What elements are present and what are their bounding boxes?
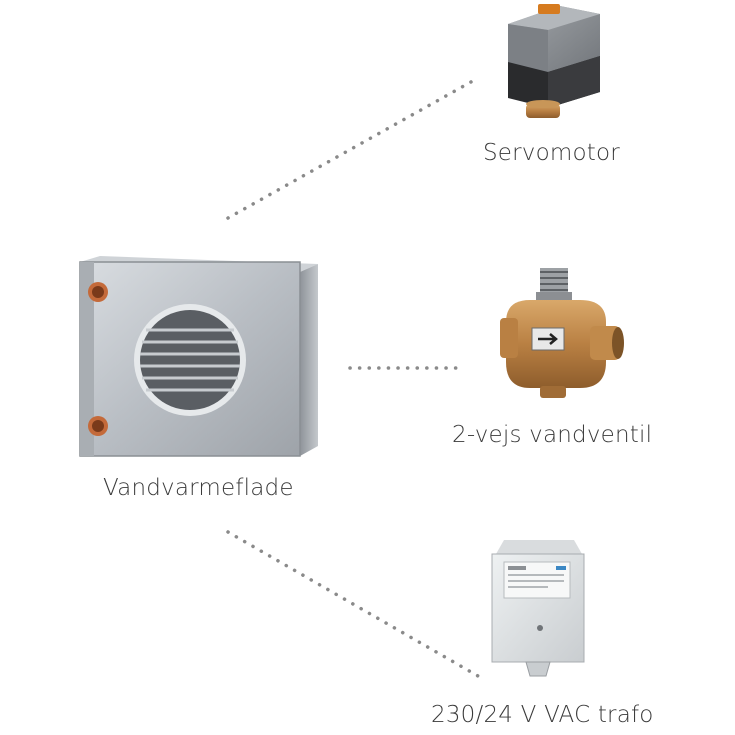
servomotor-icon bbox=[508, 4, 600, 118]
heater-label: Vandvarmeflade bbox=[103, 475, 294, 501]
valve-label: 2-vejs vandventil bbox=[452, 422, 653, 448]
connector-transformer bbox=[226, 530, 480, 678]
valve-icon bbox=[500, 268, 624, 398]
water-heater-coil-icon bbox=[79, 256, 318, 457]
connector-servomotor bbox=[226, 76, 480, 220]
transformer-icon bbox=[491, 540, 585, 677]
transformer-label: 230/24 V VAC trafo bbox=[431, 702, 654, 728]
servomotor-label: Servomotor bbox=[483, 140, 620, 166]
